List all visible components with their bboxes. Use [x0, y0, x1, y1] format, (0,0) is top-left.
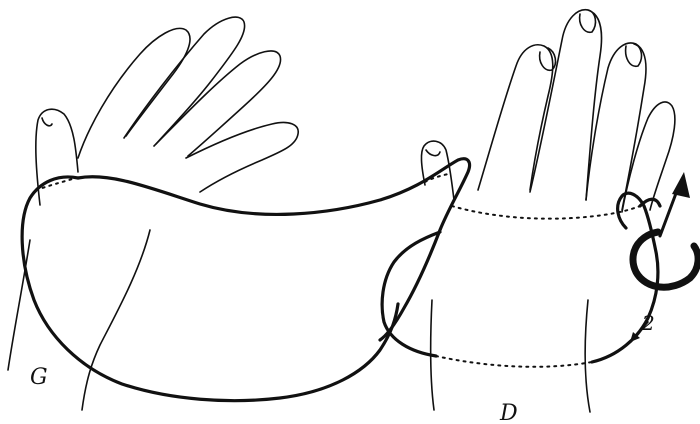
arrow-shaft-icon [660, 188, 678, 236]
right-upper-loop-hidden [452, 206, 640, 219]
right-index-finger [478, 45, 553, 190]
right-lower-loop-hidden [436, 356, 592, 367]
right-little-finger [622, 102, 675, 212]
right-hand-label: D [499, 401, 518, 424]
step-number-label: 2 [641, 311, 655, 335]
left-ring-finger [154, 51, 281, 156]
right-middle-finger [530, 10, 602, 200]
string-upper-strand [78, 159, 470, 340]
curved-arrow [633, 232, 698, 287]
left-index-finger [78, 28, 190, 158]
motion-arrow [630, 172, 698, 342]
left-little-finger [186, 122, 298, 192]
right-hand [421, 10, 674, 412]
left-thumb [36, 109, 78, 205]
string [22, 159, 660, 401]
string-right-side-loop [592, 193, 658, 362]
left-middle-finger [124, 17, 245, 144]
left-hand-label: G [30, 365, 48, 390]
string-left-outer-loop [22, 177, 398, 401]
right-ring-finger [586, 43, 646, 210]
arrowhead-icon [672, 172, 690, 198]
